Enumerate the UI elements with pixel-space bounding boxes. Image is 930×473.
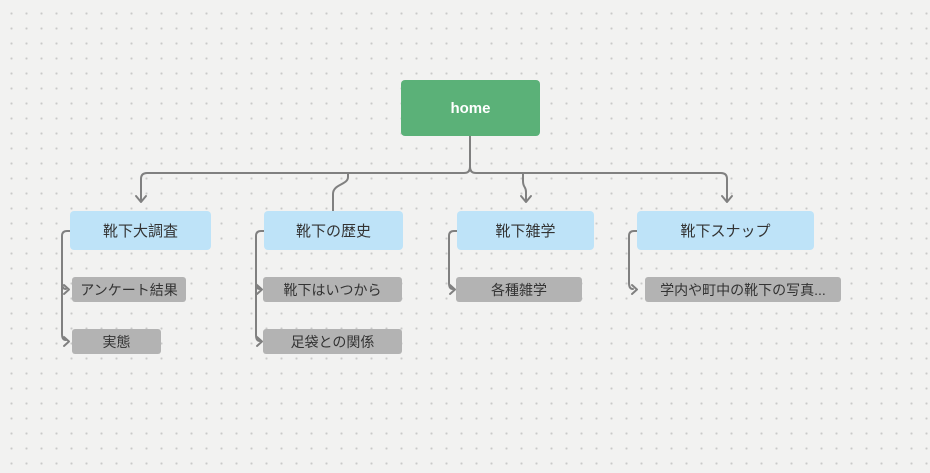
node-child-socks-since-when[interactable]: 靴下はいつから: [263, 277, 402, 302]
node-child-misc-trivia[interactable]: 各種雑学: [456, 277, 582, 302]
arrowhead-child1b: [63, 336, 70, 347]
arrowhead-child4a: [631, 284, 638, 295]
connector-home-to-branch4: [469, 166, 728, 201]
arrowhead-child2a: [256, 284, 263, 295]
node-child-actual-state[interactable]: 実態: [72, 329, 161, 354]
connector-branch1-children: [61, 230, 71, 341]
node-child-survey-results[interactable]: アンケート結果: [72, 277, 186, 302]
arrowhead-child2b: [256, 336, 263, 347]
arrowhead-child1a: [63, 284, 70, 295]
node-branch-sock-trivia[interactable]: 靴下雑学: [457, 211, 594, 250]
node-child-relation-to-tabi[interactable]: 足袋との関係: [263, 329, 402, 354]
arrowhead-branch4: [721, 195, 733, 203]
connector-home-to-branch2: [332, 172, 349, 212]
node-child-sock-photos[interactable]: 学内や町中の靴下の写真...: [645, 277, 841, 302]
connector-home-to-branch3: [522, 172, 527, 201]
arrowhead-branch3: [520, 195, 532, 203]
node-branch-sock-history[interactable]: 靴下の歴史: [264, 211, 403, 250]
node-branch-sock-snap[interactable]: 靴下スナップ: [637, 211, 814, 250]
connector-branch4-children: [628, 230, 638, 290]
node-home[interactable]: home: [401, 80, 540, 136]
connector-home-to-branch1: [140, 135, 471, 201]
arrowhead-child3a: [449, 284, 456, 295]
node-branch-sock-survey[interactable]: 靴下大調査: [70, 211, 211, 250]
arrowhead-branch1: [135, 195, 147, 203]
